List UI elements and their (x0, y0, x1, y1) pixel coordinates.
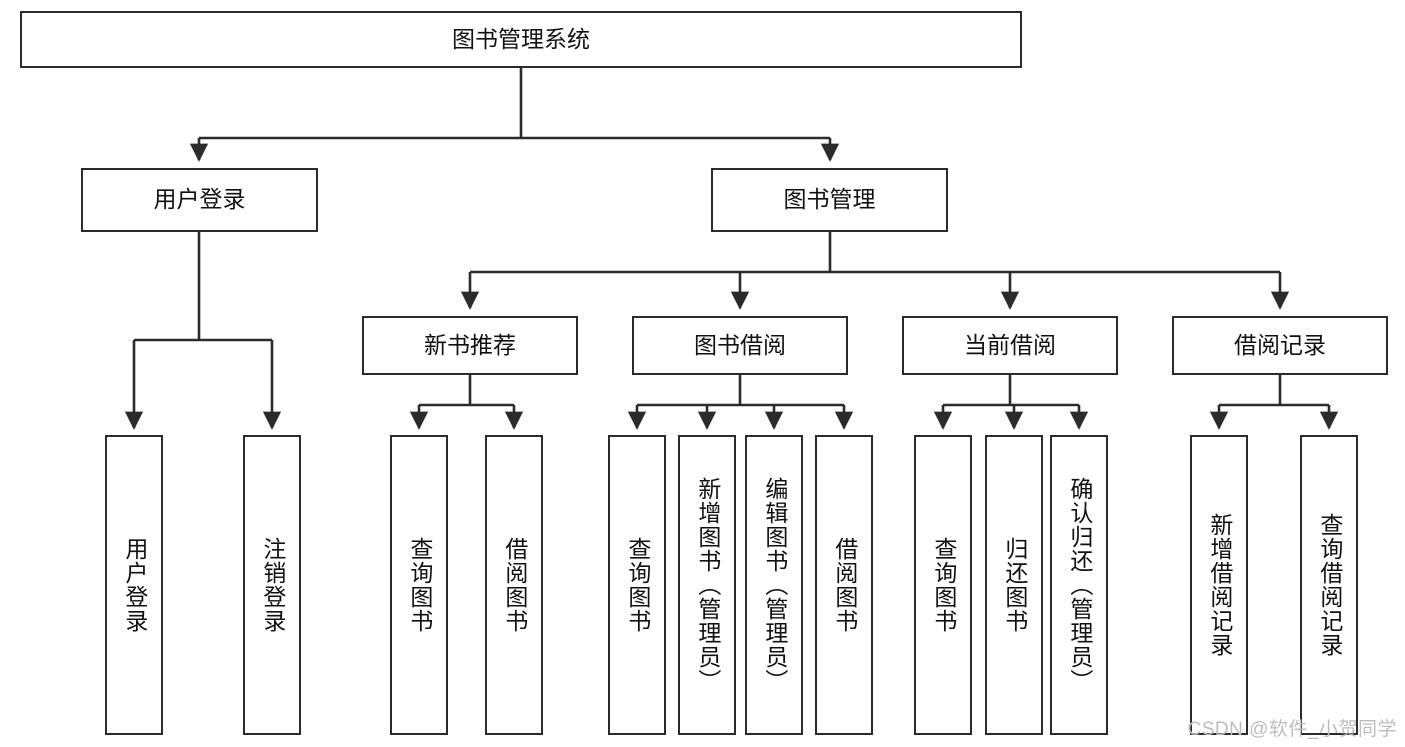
leaf-query-book-current-label: 查询图书 (930, 537, 957, 633)
leaf-query-book-recommend[interactable]: 查询图书 (390, 435, 448, 735)
leaf-query-borrow-record[interactable]: 查询借阅记录 (1300, 435, 1358, 735)
leaf-query-book-label: 查询图书 (624, 537, 651, 633)
leaf-add-borrow-record-label: 新增借阅记录 (1206, 513, 1233, 657)
node-book-borrow[interactable]: 图书借阅 (632, 316, 848, 375)
leaf-borrow-book-recommend-label: 借阅图书 (501, 537, 528, 633)
node-current-borrow-label: 当前借阅 (964, 331, 1056, 358)
node-current-borrow[interactable]: 当前借阅 (902, 316, 1118, 375)
leaf-add-book-admin[interactable]: 新增图书（管理员） (678, 435, 736, 735)
node-borrow-records-label: 借阅记录 (1234, 331, 1326, 358)
leaf-logout[interactable]: 注销登录 (243, 435, 301, 735)
node-user-login-label: 用户登录 (153, 186, 246, 213)
leaf-logout-label: 注销登录 (259, 537, 286, 633)
leaf-borrow-book-label: 借阅图书 (831, 537, 858, 633)
leaf-confirm-return-admin[interactable]: 确认归还（管理员） (1050, 435, 1108, 735)
leaf-borrow-book[interactable]: 借阅图书 (815, 435, 873, 735)
node-new-book-recommend-label: 新书推荐 (424, 331, 516, 358)
node-new-book-recommend[interactable]: 新书推荐 (362, 316, 578, 375)
leaf-return-book-label: 归还图书 (1001, 537, 1028, 633)
leaf-user-login[interactable]: 用户登录 (105, 435, 163, 735)
leaf-confirm-return-admin-label: 确认归还（管理员） (1066, 477, 1093, 693)
node-book-management[interactable]: 图书管理 (711, 168, 948, 232)
leaf-edit-book-admin[interactable]: 编辑图书（管理员） (745, 435, 803, 735)
node-root-label: 图书管理系统 (452, 25, 590, 52)
leaf-edit-book-admin-label: 编辑图书（管理员） (761, 477, 788, 693)
node-root[interactable]: 图书管理系统 (20, 11, 1022, 68)
leaf-borrow-book-recommend[interactable]: 借阅图书 (485, 435, 543, 735)
leaf-query-borrow-record-label: 查询借阅记录 (1316, 513, 1343, 657)
node-book-management-label: 图书管理 (783, 186, 876, 213)
leaf-query-book-recommend-label: 查询图书 (406, 537, 433, 633)
leaf-add-borrow-record[interactable]: 新增借阅记录 (1190, 435, 1248, 735)
leaf-query-book-current[interactable]: 查询图书 (914, 435, 972, 735)
node-user-login[interactable]: 用户登录 (81, 168, 318, 232)
node-borrow-records[interactable]: 借阅记录 (1172, 316, 1388, 375)
leaf-add-book-admin-label: 新增图书（管理员） (694, 477, 721, 693)
leaf-user-login-label: 用户登录 (121, 537, 148, 633)
leaf-return-book[interactable]: 归还图书 (985, 435, 1043, 735)
leaf-query-book[interactable]: 查询图书 (608, 435, 666, 735)
node-book-borrow-label: 图书借阅 (694, 331, 786, 358)
